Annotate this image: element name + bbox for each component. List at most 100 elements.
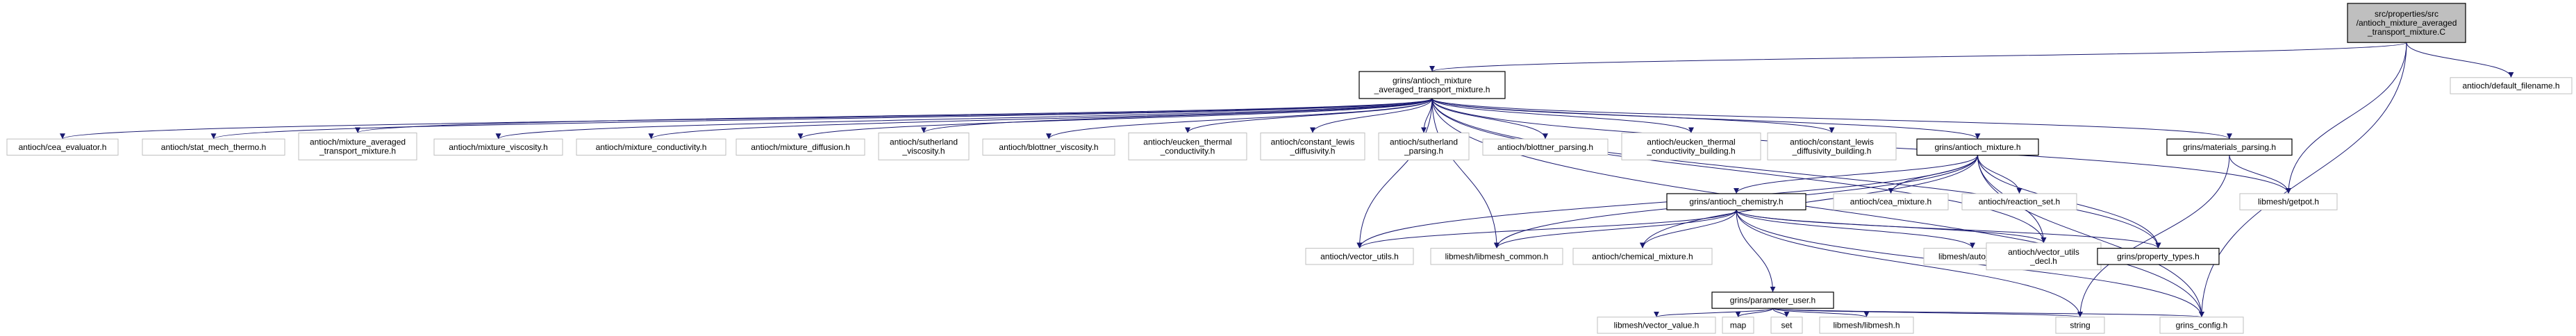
node-label: antioch/constant_lewis	[1790, 137, 1874, 146]
node-parameter-user[interactable]: grins/parameter_user.h	[1711, 292, 1834, 309]
node-mix-visc: antioch/mixture_viscosity.h	[433, 138, 563, 156]
node-label: libmesh/libmesh.h	[1833, 320, 1900, 330]
node-vector-value: libmesh/vector_value.h	[1597, 317, 1716, 334]
node-label: _conductivity_building.h	[1646, 146, 1735, 156]
dependency-edges	[60, 42, 2514, 318]
node-grins-ama[interactable]: grins/antioch_mixture_averaged_transport…	[1358, 71, 1506, 99]
node-blottner-visc: antioch/blottner_viscosity.h	[982, 138, 1115, 156]
node-label: antioch/blottner_parsing.h	[1497, 142, 1593, 152]
node-label: libmesh/getpot.h	[2258, 197, 2319, 207]
node-label: libmesh/vector_value.h	[1614, 320, 1700, 330]
node-box	[1833, 193, 1949, 210]
dependency-nodes: src/properties/src/antioch_mixture_avera…	[6, 3, 2573, 334]
node-box	[433, 138, 563, 156]
node-box	[1916, 138, 2039, 156]
node-vector-utils: antioch/vector_utils.h	[1305, 248, 1414, 265]
node-lewis-building: antioch/constant_lewis_diffusivity_build…	[1767, 132, 1897, 160]
node-label: _diffusivity_building.h	[1792, 146, 1872, 156]
node-label: grins/materials_parsing.h	[2183, 142, 2276, 152]
edge-grins-mixture-to-grins-config	[1977, 155, 2204, 317]
node-box	[1482, 138, 1609, 156]
node-label: libmesh/libmesh_common.h	[1445, 251, 1549, 261]
node-label: grins/antioch_chemistry.h	[1689, 197, 1783, 207]
node-label: _conductivity.h	[1160, 146, 1215, 156]
edge-grins-chemistry-to-vector-utils	[1356, 209, 1737, 249]
node-grins-config: grins_config.h	[2159, 317, 2244, 334]
node-label: antioch/vector_utils	[2008, 247, 2079, 257]
node-box	[1986, 242, 2102, 271]
node-chemical-mixture: antioch/chemical_mixture.h	[1572, 248, 1713, 265]
node-box	[2055, 317, 2105, 334]
node-label: /antioch_mixture_averaged	[2357, 18, 2457, 28]
node-label: _parsing.h	[1404, 146, 1443, 156]
node-box	[1621, 132, 1761, 160]
node-suth-visc: antioch/sutherland_viscosity.h	[878, 132, 970, 160]
node-libmesh-common: libmesh/libmesh_common.h	[1430, 248, 1563, 265]
node-label: grins/parameter_user.h	[1730, 295, 1815, 305]
node-box	[1378, 132, 1470, 160]
edge-parameter-user-to-set	[1772, 308, 1790, 317]
node-suth-parsing: antioch/sutherland_parsing.h	[1378, 132, 1470, 160]
node-root[interactable]: src/properties/src/antioch_mixture_avera…	[2347, 3, 2466, 43]
node-box	[1961, 193, 2077, 210]
edge-parameter-user-to-grins-config	[1772, 308, 2204, 318]
node-label: _transport_mixture.h	[319, 146, 396, 156]
edge-parameter-user-to-libmesh	[1772, 308, 1870, 318]
node-label: antioch/mixture_conductivity.h	[596, 142, 707, 152]
edge-grins-ama-to-blottner-parsing	[1431, 98, 1548, 140]
edge-grins-chemistry-to-string	[1736, 210, 2083, 317]
node-property-types[interactable]: grins/property_types.h	[2097, 248, 2220, 265]
edge-grins-chemistry-to-libmesh-common	[1494, 210, 1737, 249]
node-materials-parsing[interactable]: grins/materials_parsing.h	[2166, 138, 2293, 156]
edge-grins-ama-to-stat-mech	[210, 98, 1433, 140]
node-grins-chemistry[interactable]: grins/antioch_chemistry.h	[1666, 193, 1806, 210]
node-label: grins/antioch_mixture.h	[1934, 142, 2020, 152]
node-label: antioch/reaction_set.h	[1979, 197, 2060, 207]
node-label: antioch/constant_lewis	[1271, 137, 1355, 146]
node-eucken-cond: antioch/eucken_thermal_conductivity.h	[1128, 132, 1247, 160]
node-label: _viscosity.h	[901, 146, 945, 156]
node-label: antioch/eucken_thermal	[1647, 137, 1735, 146]
node-box	[1305, 248, 1414, 265]
node-label: antioch/blottner_viscosity.h	[999, 142, 1098, 152]
node-box	[1767, 132, 1897, 160]
edge-grins-chemistry-to-property-types	[1736, 209, 2161, 249]
node-reaction-set: antioch/reaction_set.h	[1961, 193, 2077, 210]
node-mix-cond: antioch/mixture_conductivity.h	[576, 138, 726, 156]
edge-root-to-grins-config	[2199, 42, 2407, 317]
node-label: antioch/sutherland	[890, 137, 958, 146]
node-mix-avg: antioch/mixture_averaged_transport_mixtu…	[298, 132, 417, 160]
node-box	[2450, 77, 2573, 94]
node-box	[1770, 317, 1803, 334]
node-stat-mech: antioch/stat_mech_thermo.h	[142, 138, 285, 156]
node-label: _transport_mixture.C	[2367, 27, 2445, 37]
edge-grins-chemistry-to-chemical-mixture	[1640, 210, 1737, 249]
node-label: antioch/vector_utils.h	[1320, 251, 1399, 261]
edge-grins-ama-to-grins-mixture	[1431, 98, 1981, 140]
node-box	[2239, 193, 2338, 210]
edge-grins-ama-to-vector-utils	[1356, 98, 1433, 249]
node-box	[736, 138, 865, 156]
node-grins-mixture[interactable]: grins/antioch_mixture.h	[1916, 138, 2039, 156]
node-eucken-building: antioch/eucken_thermal_conductivity_buil…	[1621, 132, 1761, 160]
edge-parameter-user-to-vector-value	[1654, 308, 1773, 318]
edge-root-to-default-filename	[2406, 42, 2514, 78]
node-box	[1572, 248, 1713, 265]
node-map: map	[1722, 317, 1754, 334]
node-label: _averaged_transport_mixture.h	[1374, 85, 1490, 94]
node-blottner-parsing: antioch/blottner_parsing.h	[1482, 138, 1609, 156]
node-box	[878, 132, 970, 160]
node-box	[1430, 248, 1563, 265]
node-box	[1711, 292, 1834, 309]
node-box	[982, 138, 1115, 156]
node-box	[2097, 248, 2220, 265]
node-set: set	[1770, 317, 1803, 334]
edge-parameter-user-to-map	[1735, 308, 1773, 318]
node-label: antioch/sutherland	[1390, 137, 1458, 146]
node-label: antioch/default_filename.h	[2462, 81, 2559, 90]
edge-grins-ama-to-eucken-building	[1431, 98, 1694, 133]
node-box	[1597, 317, 1716, 334]
edge-grins-mixture-to-chemical-mixture	[1640, 155, 1978, 249]
edge-grins-ama-to-suth-visc	[921, 98, 1433, 133]
node-label: grins/property_types.h	[2117, 251, 2200, 261]
